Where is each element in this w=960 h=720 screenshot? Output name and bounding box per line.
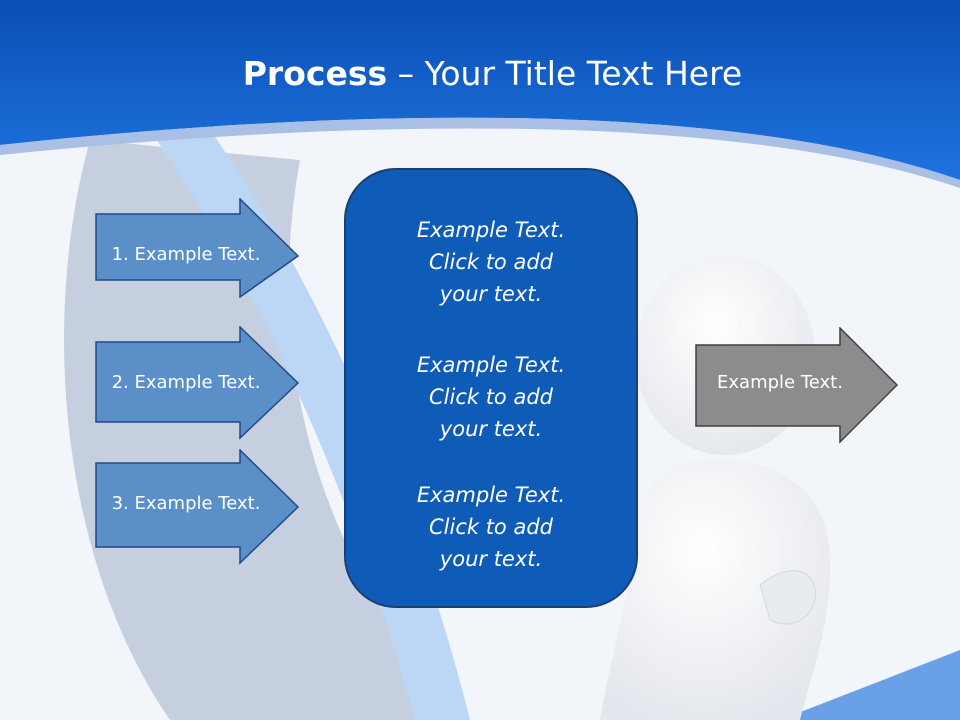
slide-title: Process – Your Title Text Here bbox=[0, 52, 960, 96]
left-arrow-shape bbox=[95, 197, 300, 299]
background-accent-shape bbox=[780, 650, 960, 720]
left-arrow-shape bbox=[95, 325, 300, 440]
left-arrow-shape bbox=[95, 448, 300, 565]
text-line: Click to add bbox=[428, 250, 553, 274]
right-arrow[interactable] bbox=[695, 326, 900, 445]
left-arrow-label: 1. Example Text. bbox=[111, 244, 261, 265]
left-arrow-1[interactable]: 1. Example Text. bbox=[95, 197, 300, 299]
title-rest-text: Your Title Text Here bbox=[424, 54, 743, 93]
text-block-1[interactable]: Example Text. Click to add your text. bbox=[346, 214, 636, 310]
text-block-2[interactable]: Example Text. Click to add your text. bbox=[346, 349, 636, 445]
right-arrow-shape bbox=[695, 326, 899, 444]
text-line: your text. bbox=[439, 417, 543, 441]
text-line: your text. bbox=[439, 282, 543, 306]
header-curve-accent bbox=[0, 117, 960, 188]
left-arrow-3[interactable]: 3. Example Text. bbox=[95, 448, 300, 565]
left-arrow-2[interactable]: 2. Example Text. bbox=[95, 325, 300, 440]
left-arrow-label: 2. Example Text. bbox=[111, 372, 261, 393]
text-block-3[interactable]: Example Text. Click to add your text. bbox=[346, 479, 636, 575]
text-line: Click to add bbox=[428, 515, 553, 539]
text-line: Example Text. bbox=[416, 353, 566, 377]
left-arrow-label: 3. Example Text. bbox=[111, 493, 261, 514]
text-line: Example Text. bbox=[416, 218, 566, 242]
text-line: Click to add bbox=[428, 385, 553, 409]
title-separator: – bbox=[387, 54, 425, 93]
background-swoosh-shape bbox=[64, 140, 470, 720]
text-line: Example Text. bbox=[416, 483, 566, 507]
center-text-box[interactable]: Example Text. Click to add your text. Ex… bbox=[344, 168, 638, 608]
header-band bbox=[0, 0, 960, 180]
right-arrow-label: Example Text. bbox=[717, 372, 843, 393]
title-bold-text: Process bbox=[242, 54, 388, 93]
text-line: your text. bbox=[439, 547, 543, 571]
